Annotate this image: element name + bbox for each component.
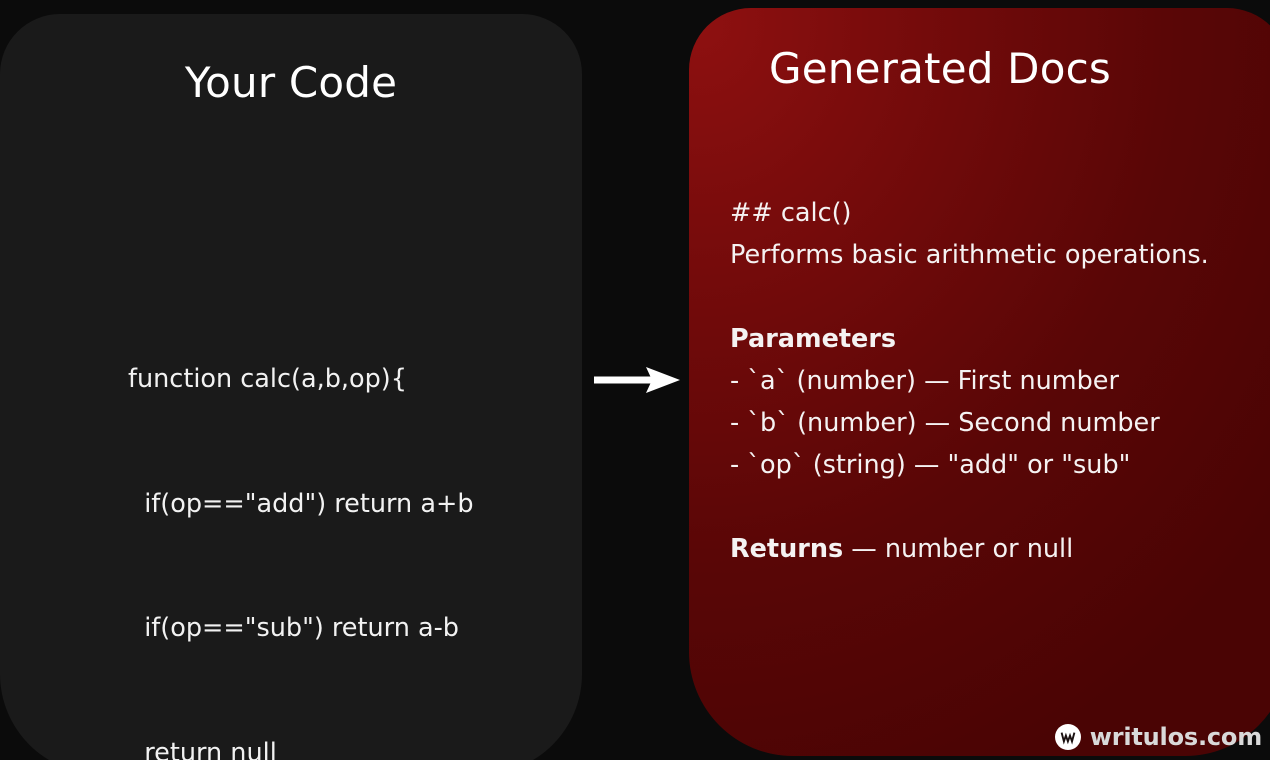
docs-param-item: - `a` (number) — First number bbox=[730, 366, 1119, 396]
arrow-right-icon bbox=[594, 366, 680, 394]
docs-param-item: - `op` (string) — "add" or "sub" bbox=[730, 450, 1131, 480]
docs-parameters-heading: Parameters bbox=[730, 324, 897, 354]
code-line: return null bbox=[128, 737, 277, 760]
your-code-panel-inner: Your Code function calc(a,b,op){ if(op==… bbox=[0, 14, 582, 760]
docs-returns-line: Returns — number or null bbox=[730, 528, 1270, 570]
generated-docs-content: ## calc() Performs basic arithmetic oper… bbox=[730, 192, 1270, 570]
docs-heading-line: ## calc() bbox=[730, 198, 852, 228]
code-line: if(op=="sub") return a-b bbox=[128, 613, 459, 643]
docs-blank-line bbox=[730, 486, 1270, 528]
your-code-title: Your Code bbox=[184, 58, 398, 107]
your-code-panel: Your Code function calc(a,b,op){ if(op==… bbox=[0, 14, 582, 760]
code-snippet: function calc(a,b,op){ if(op=="add") ret… bbox=[128, 276, 474, 760]
docs-returns-value: — number or null bbox=[843, 534, 1074, 564]
code-line: if(op=="add") return a+b bbox=[128, 488, 474, 519]
writulos-logo-icon bbox=[1054, 724, 1081, 750]
generated-docs-title: Generated Docs bbox=[769, 44, 1111, 93]
code-line: function calc(a,b,op){ bbox=[128, 364, 407, 394]
watermark: writulos.com bbox=[1054, 720, 1262, 754]
watermark-text: writulos.com bbox=[1089, 723, 1262, 751]
docs-description-line: Performs basic arithmetic operations. bbox=[730, 240, 1209, 270]
docs-param-item: - `b` (number) — Second number bbox=[730, 408, 1160, 438]
docs-returns-label: Returns bbox=[730, 534, 844, 564]
generated-docs-panel: Generated Docs ## calc() Performs basic … bbox=[689, 8, 1270, 756]
docs-blank-line bbox=[730, 276, 1270, 318]
